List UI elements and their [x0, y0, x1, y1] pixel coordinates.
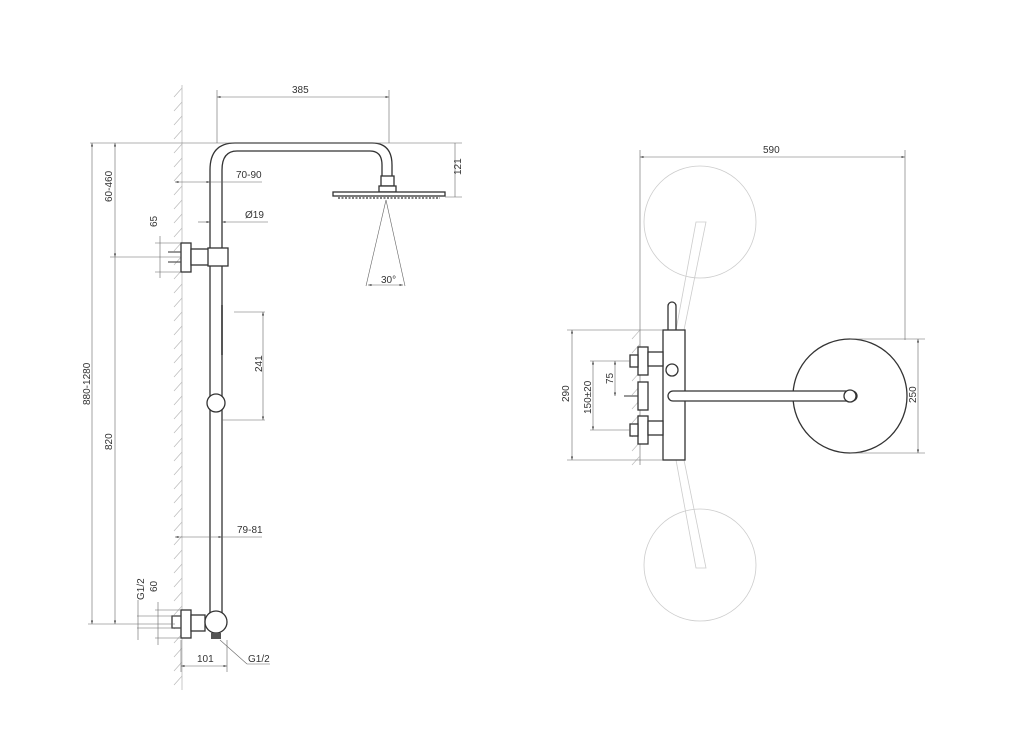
wall-hatch-line — [173, 605, 183, 616]
wall-hatch-line — [173, 535, 183, 546]
wall-hatch-line — [173, 549, 183, 560]
wall-distance-top-label: 70-90 — [236, 170, 262, 181]
wall-hatch-line — [173, 157, 183, 168]
wall-hatch-line — [173, 577, 183, 588]
slider-knob — [206, 393, 226, 413]
wall-hatch-line — [173, 199, 183, 210]
bracket-label: 65 — [149, 215, 160, 227]
wall-hatch-line — [173, 563, 183, 574]
wall-hatch-line — [173, 647, 183, 658]
wall-hatch-line — [173, 521, 183, 532]
wall-hatch-line — [173, 451, 183, 462]
wall-distance-bottom-label: 79-81 — [237, 525, 263, 536]
wall-hatch-line — [173, 101, 183, 112]
swing-width-label: 590 — [763, 145, 780, 156]
lower-height-label: 820 — [104, 433, 115, 450]
wall-hatch-line — [173, 297, 183, 308]
depth-label: 101 — [197, 654, 214, 665]
wall-hatch-line — [173, 129, 183, 140]
half-spacing-label: 75 — [605, 372, 616, 384]
wall-hatch-line — [173, 143, 183, 154]
pipe-diameter-label: Ø19 — [245, 210, 264, 221]
swing-position-lower — [643, 508, 757, 622]
wall — [173, 85, 183, 690]
outlet-thread-label: G1/2 — [248, 654, 270, 665]
top-view: 590 290 150±20 75 250 — [561, 145, 925, 622]
valve-height-label: 290 — [561, 385, 572, 402]
head-connector — [380, 175, 395, 187]
wall-hatch-line — [173, 339, 183, 350]
wall-hatch-line — [173, 479, 183, 490]
inlet-thread-label: G1/2 — [136, 578, 147, 600]
thermostatic-valve — [624, 301, 686, 461]
wall-hatch-line — [173, 367, 183, 378]
slider-label: 241 — [254, 355, 265, 372]
wall-hatch-line — [173, 493, 183, 504]
wall-hatch-line — [173, 283, 183, 294]
wall-hatch-line — [173, 87, 183, 98]
wall-bracket — [168, 242, 229, 273]
rain-shower-head — [332, 191, 446, 197]
total-height-label: 880-1280 — [82, 362, 93, 405]
wall-hatch-line — [173, 465, 183, 476]
wall-hatch-line — [631, 455, 641, 466]
swing-position-upper — [643, 165, 757, 279]
wall-hatch-line — [173, 213, 183, 224]
wall-hatch-line — [173, 381, 183, 392]
wall-hatch-line — [173, 227, 183, 238]
wall-hatch-line — [173, 675, 183, 686]
head-height-label: 121 — [453, 158, 464, 175]
wall-hatch-line — [173, 171, 183, 182]
inlet-spacing-label: 150±20 — [583, 380, 594, 414]
wall-hatch-line — [173, 591, 183, 602]
wall-hatch-line — [173, 185, 183, 196]
wall-hatch-line — [173, 661, 183, 672]
wall-hatch-line — [173, 325, 183, 336]
spray-angle-label: 30° — [381, 275, 396, 286]
inlet-offset-label: 60 — [149, 580, 160, 592]
head-diameter-label: 250 — [908, 386, 919, 403]
wall-hatch-line — [173, 395, 183, 406]
shower-riser-pipe — [209, 142, 393, 615]
wall-hatch-line — [173, 115, 183, 126]
side-view: 30° 385 121 60-460 880-1 — [82, 85, 464, 690]
wall-hatch-line — [173, 311, 183, 322]
wall-hatch-line — [631, 329, 641, 340]
wall-hatch-line — [631, 343, 641, 354]
wall-hatch-line — [173, 507, 183, 518]
wall-hatch-line — [173, 353, 183, 364]
shower-arm-top — [667, 390, 858, 402]
wall-inlet-elbow — [171, 609, 228, 639]
wall-hatch-line — [173, 409, 183, 420]
arm-length-label: 385 — [292, 85, 309, 96]
wall-hatch-line — [173, 437, 183, 448]
range-top-label: 60-460 — [104, 170, 115, 202]
wall-hatch-line — [173, 423, 183, 434]
